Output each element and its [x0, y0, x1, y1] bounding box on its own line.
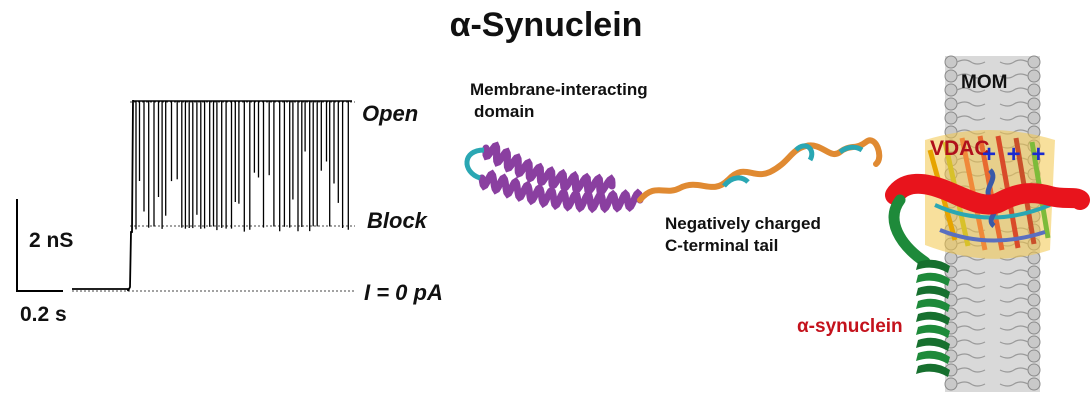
conductance-scale-label: 2 nS	[29, 229, 74, 252]
lipid-tail	[956, 59, 986, 65]
helix-turn-segment	[916, 272, 950, 286]
helix-turn-segment	[916, 363, 950, 377]
lipid-tail	[956, 381, 986, 387]
lipid-tail	[999, 297, 1029, 303]
lipid-tail	[999, 269, 1029, 275]
lipid-tail	[999, 367, 1029, 373]
lipid-head	[1027, 279, 1041, 293]
helix-turn-segment	[916, 337, 950, 351]
lipid-tail	[956, 311, 986, 317]
synuclein-linker	[888, 194, 931, 268]
membrane-domain-label-line2: domain	[474, 102, 535, 121]
lipid-head	[1027, 307, 1041, 321]
helix-turn-segment	[916, 259, 950, 273]
helix-turn-segment	[916, 285, 950, 299]
lipid-head	[1027, 111, 1041, 125]
helix-turn-segment	[916, 350, 950, 364]
lipid-head	[1027, 363, 1041, 377]
lipid-head	[944, 97, 958, 111]
vdac-label: VDAC	[930, 137, 990, 160]
lipid-tail	[956, 87, 986, 93]
helix-turn-segment	[916, 324, 950, 338]
lipid-tail	[956, 283, 986, 289]
blockade-events	[135, 101, 349, 232]
c-terminal-tail	[637, 137, 883, 203]
lipid-tail	[999, 101, 1029, 107]
lipid-tail	[956, 325, 986, 331]
tail-turn-1	[722, 175, 750, 188]
zero-current-label: I = 0 pA	[364, 280, 443, 305]
open-level-label: Open	[362, 101, 419, 126]
tail-turn-2	[794, 143, 815, 162]
membrane-domain-label: Membrane-interacting domain	[470, 79, 700, 123]
lipid-tail	[956, 73, 986, 79]
c-terminal-label: Negatively charged C-terminal tail	[665, 213, 865, 257]
lipid-head	[944, 377, 958, 391]
lipid-tail	[956, 297, 986, 303]
time-scale-label: 0.2 s	[20, 303, 67, 326]
lipid-head	[1027, 83, 1041, 97]
lipid-head	[1027, 55, 1041, 69]
lipid-head	[1027, 293, 1041, 307]
positive-charges: + + +	[982, 141, 1048, 168]
helix-turn	[464, 147, 485, 181]
tail-turn-3	[838, 144, 864, 155]
lipid-head	[944, 83, 958, 97]
lipid-tail	[956, 101, 986, 107]
lipid-head	[1027, 97, 1041, 111]
lipid-tail	[956, 115, 986, 121]
figure-title: α-Synuclein	[449, 6, 643, 44]
lipid-tail	[956, 353, 986, 359]
helix-turn-segment	[916, 311, 950, 325]
scale-bar	[16, 199, 63, 292]
lipid-tail	[956, 269, 986, 275]
lipid-tail	[956, 339, 986, 345]
lipid-tail	[956, 367, 986, 373]
lipid-tail	[999, 87, 1029, 93]
lipid-head	[1027, 321, 1041, 335]
lipid-head	[1027, 335, 1041, 349]
lipid-tail	[999, 339, 1029, 345]
lipid-tail	[999, 73, 1029, 79]
c-terminal-label-line1: Negatively charged	[665, 214, 821, 233]
synuclein-tail-in-pore	[885, 173, 1090, 215]
lipid-head	[1027, 349, 1041, 363]
lower-helix	[478, 169, 644, 214]
lipid-head	[944, 69, 958, 83]
lipid-head	[944, 111, 958, 125]
lipid-tail	[999, 325, 1029, 331]
synuclein-membrane-helix	[916, 259, 950, 377]
lipid-tail	[999, 311, 1029, 317]
lipid-head	[1027, 377, 1041, 391]
lipid-tail	[999, 115, 1029, 121]
lipid-tail	[956, 255, 986, 261]
mom-label: MOM	[961, 72, 1008, 93]
membrane-domain-label-line1: Membrane-interacting	[470, 80, 648, 99]
lipid-tail	[999, 381, 1029, 387]
baseline-trace	[72, 99, 134, 292]
lipid-tail	[999, 283, 1029, 289]
lipid-head	[1027, 69, 1041, 83]
lipid-tail	[999, 353, 1029, 359]
lipid-head	[944, 55, 958, 69]
lipid-head	[1027, 265, 1041, 279]
alpha-synuclein-label: α-synuclein	[797, 316, 903, 337]
helix-turn-segment	[916, 298, 950, 312]
lipid-tail	[999, 59, 1029, 65]
block-level-label: Block	[367, 208, 427, 233]
c-terminal-label-line2: C-terminal tail	[665, 236, 779, 255]
